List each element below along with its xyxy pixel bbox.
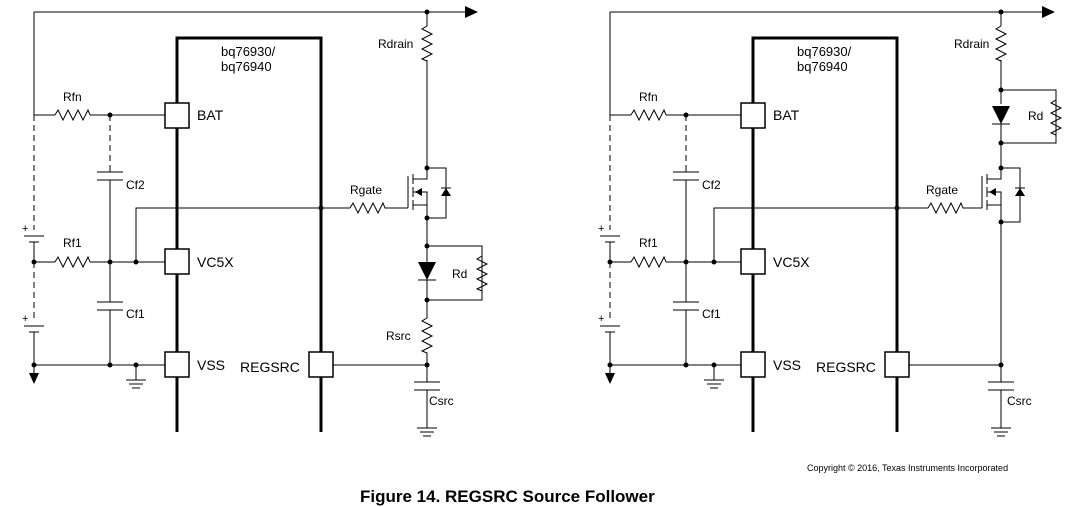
pin-regsrc-box (884, 351, 910, 378)
pin-regsrc-box (308, 351, 334, 378)
polarity-plus-2: + (22, 313, 28, 325)
ground-icon (126, 365, 146, 389)
pin-vc5x-label: VC5X (197, 254, 234, 270)
pin-bat-box (164, 102, 190, 129)
label-csrc: Csrc (1007, 394, 1032, 408)
label-rfn: Rfn (63, 90, 82, 104)
pin-vc5x-box (740, 248, 766, 275)
label-rd: Rd (452, 267, 467, 281)
pin-vss-box (740, 351, 766, 378)
label-cf2: Cf2 (126, 178, 145, 192)
ic-outline (751, 36, 899, 432)
diode-icon (418, 262, 436, 280)
pin-vss-box (164, 351, 190, 378)
resistor-rfn (54, 108, 91, 122)
pin-vc5x-label: VC5X (773, 254, 810, 270)
polarity-plus-1: + (22, 223, 28, 235)
polarity-plus-2: + (598, 313, 604, 325)
pin-regsrc-label: REGSRC (816, 359, 876, 375)
chip-name-line1: bq76930/ (797, 44, 852, 59)
label-cf1: Cf1 (702, 307, 721, 321)
schematic-right: Rfn Cf2 + Rf1 Cf1 + bq76930/ bq76940 (598, 6, 1063, 437)
ground-arrow-icon (605, 373, 615, 384)
label-rsrc: Rsrc (386, 329, 411, 343)
resistor-rd (1049, 99, 1063, 136)
pin-vc5x-box (164, 248, 190, 275)
resistor-rsrc (420, 317, 434, 365)
resistor-rf1 (630, 255, 667, 269)
pin-bat-box (740, 102, 766, 129)
label-rdrain: Rdrain (378, 37, 413, 51)
ground-arrow-icon (29, 373, 39, 384)
pin-bat-label: BAT (197, 107, 224, 123)
ground-icon (704, 365, 724, 389)
chip-name-line2: bq76940 (797, 59, 848, 74)
arrow-out-icon (465, 6, 478, 18)
ic-outline (175, 36, 323, 432)
mosfet-icon (981, 167, 1025, 223)
label-rgate: Rgate (350, 183, 382, 197)
figure-caption: Figure 14. REGSRC Source Follower (360, 487, 655, 506)
label-csrc: Csrc (429, 394, 454, 408)
label-rgate: Rgate (926, 183, 958, 197)
label-rfn: Rfn (639, 90, 658, 104)
chip-name-line2: bq76940 (221, 59, 272, 74)
pin-vss-label: VSS (197, 357, 225, 373)
resistor-rf1 (54, 255, 91, 269)
diode-icon (992, 106, 1010, 124)
resistor-rdrain (420, 25, 434, 62)
resistor-rdrain (994, 25, 1008, 62)
chip-name-line1: bq76930/ (221, 44, 276, 59)
pin-vss-label: VSS (773, 357, 801, 373)
resistor-rd (475, 255, 489, 292)
label-rf1: Rf1 (639, 236, 658, 250)
mosfet-icon (407, 167, 451, 219)
label-rf1: Rf1 (63, 236, 82, 250)
label-cf1: Cf1 (126, 307, 145, 321)
label-rdrain: Rdrain (954, 37, 989, 51)
copyright-text: Copyright © 2016, Texas Instruments Inco… (807, 463, 1008, 473)
label-rd: Rd (1028, 109, 1043, 123)
polarity-plus-1: + (598, 223, 604, 235)
pin-regsrc-label: REGSRC (240, 359, 300, 375)
arrow-out-icon (1042, 6, 1055, 18)
schematic-left: Rfn Cf2 + Rf1 Cf1 + bq7 (22, 6, 489, 437)
label-cf2: Cf2 (702, 178, 721, 192)
pin-bat-label: BAT (773, 107, 800, 123)
resistor-rfn (630, 108, 667, 122)
